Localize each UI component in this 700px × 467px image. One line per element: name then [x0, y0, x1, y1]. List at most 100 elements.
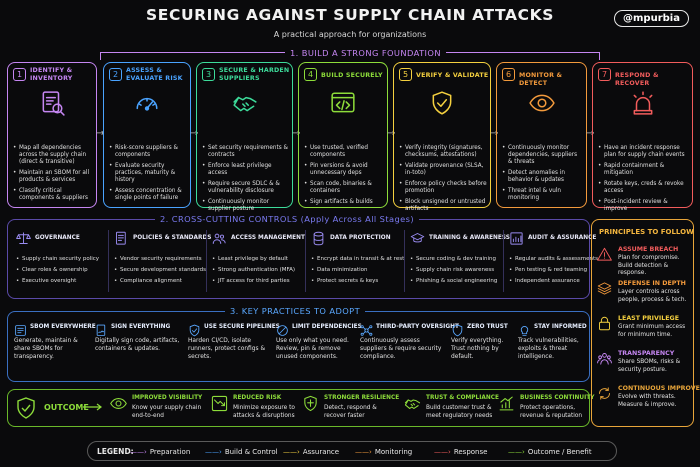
stage-number: 5	[399, 68, 412, 81]
control-title: AUDIT & ASSURANCE	[528, 235, 597, 241]
flow-arrow-icon: →	[490, 128, 499, 139]
control-item: JIT access for third parties	[212, 278, 295, 285]
principle-text: Plan for compromise. Build detection & r…	[618, 255, 680, 277]
audit-chart-icon	[510, 232, 523, 245]
practice-title: ZERO TRUST	[467, 324, 508, 330]
practice-title: LIMIT DEPENDENCIES	[292, 324, 362, 330]
legend-arrow-icon: ——›	[434, 448, 451, 456]
control-icon-wrap	[114, 231, 129, 250]
stage-bullets: Use trusted, verified componentsPin vers…	[304, 145, 384, 210]
stage-title-line: SUPPLIERS	[219, 75, 260, 82]
control-icon-wrap	[16, 231, 31, 250]
outcome-icon-wrap	[211, 395, 228, 416]
page-title: SECURING AGAINST SUPPLY CHAIN ATTACKS	[146, 6, 554, 24]
divider	[404, 230, 405, 292]
legend-item: ——›Monitoring	[355, 448, 412, 456]
principle-1: ASSUME BREACH Plan for compromise. Build …	[618, 246, 692, 278]
document-search-icon	[42, 91, 65, 116]
handshake-icon	[404, 399, 421, 409]
stage-icon-wrap	[330, 90, 356, 120]
principle-icon-wrap	[597, 281, 612, 300]
stage-title: VERIFY & VALIDATE	[416, 72, 488, 80]
stage-title: RESPOND & RECOVER	[615, 72, 692, 88]
stage-bullet: Classify critical components & suppliers	[13, 188, 93, 202]
stage-bullet: Sign artifacts & builds	[304, 199, 384, 206]
legend-item: ——›Outcome / Benefit	[508, 448, 592, 456]
control-title: ACCESS MANAGEMENT	[231, 235, 305, 241]
principle-text: Layer controls across people, process & …	[618, 289, 687, 303]
divider	[503, 230, 504, 292]
stage-bullet: Rapid containment & mitigation	[598, 163, 689, 177]
legend-arrow-icon: ——›	[355, 448, 372, 456]
stage-bullets: Map all dependencies across the supply c…	[13, 145, 93, 206]
outcome-title: TRUST & COMPLIANCE	[426, 395, 499, 401]
stage-title-line: IDENTIFY &	[30, 67, 73, 74]
principle-5: CONTINUOUS IMPROVEMENTEvolve with threat…	[618, 385, 700, 409]
legend-arrow-icon: ——›	[130, 448, 147, 456]
stage-bullets: Have an incident response plan for suppl…	[598, 145, 689, 217]
stage-bullet: Map all dependencies across the supply c…	[13, 145, 93, 166]
outcome-title: BUSINESS CONTINUITY	[520, 395, 595, 401]
principle-text: Share SBOMs, risks & security posture.	[618, 359, 681, 373]
stage-bullet: Threat intel & vuln monitoring	[502, 188, 583, 202]
outcome-text: Protect operations, revenue & reputation	[520, 405, 583, 419]
signature-icon	[96, 324, 106, 336]
outcome-icon-wrap	[404, 395, 421, 416]
eye-icon	[110, 398, 127, 409]
stage-bullet: Require secure SDLC & & vulnerability di…	[202, 181, 289, 195]
control-item: Least privilege by default	[212, 256, 295, 263]
stage-bullet: Have an incident response plan for suppl…	[598, 145, 689, 159]
stage-icon-wrap	[39, 90, 65, 120]
principle-icon-wrap	[597, 247, 612, 266]
legend-panel	[87, 441, 617, 461]
stage-bullets: Risk-score suppliers & componentsEvaluat…	[109, 145, 187, 206]
stage-title-line: RESPOND & RECOVER	[615, 72, 659, 87]
legend-item: ——›Build & Control	[205, 448, 278, 456]
stage-title-line: MONITOR & DETECT	[519, 72, 563, 87]
stage-number: 6	[502, 68, 515, 81]
control-item: Vendor security requirements	[114, 256, 206, 263]
control-item: Executive oversight	[16, 278, 99, 285]
users-icon	[212, 233, 226, 244]
practice-icon-wrap	[360, 322, 373, 341]
stage-icon-wrap	[528, 90, 555, 120]
principle-title: ASSUME BREACH	[618, 246, 679, 253]
page-subtitle: A practical approach for organizations	[273, 30, 427, 39]
stage-bullet: Continuously monitor dependencies, suppl…	[502, 145, 583, 166]
principle-title: TRANSPARENCY	[618, 350, 675, 357]
control-item: Protect secrets & keys	[311, 278, 404, 285]
legend-label: LEGEND:	[97, 447, 134, 456]
scales-icon	[16, 232, 31, 244]
control-item: Supply chain risk awareness	[410, 267, 497, 274]
practice-title: SIGN EVERYTHING	[111, 324, 171, 330]
handshake-icon	[232, 96, 257, 112]
control-item: Secure development standards	[114, 267, 206, 274]
divider	[206, 230, 207, 292]
principle-title: LEAST PRIVILEGE	[618, 315, 680, 322]
stage-bullet: Detect anomalies in behavior & updates	[502, 170, 583, 184]
stage-bullet: Enforce policy checks before promotion	[399, 181, 487, 195]
control-icon-wrap	[410, 231, 425, 250]
flow-arrow-icon: →	[190, 128, 199, 139]
section2-title: 2. CROSS-CUTTING CONTROLS (Apply Across …	[155, 214, 420, 224]
legend-arrow-icon: ——›	[205, 448, 222, 456]
outcome-icon-wrap	[302, 395, 319, 416]
pipeline-check-icon	[189, 324, 200, 337]
practice-text: Continuously assess suppliers & require …	[360, 338, 442, 360]
principle-text: Grant minimum access for minimum time.	[618, 324, 686, 338]
practice-icon-wrap	[518, 322, 531, 341]
author-handle: @mpurbia	[614, 10, 689, 27]
outcome-title: REDUCED RISK	[233, 395, 282, 401]
control-items: Encrypt data in transit & at restData mi…	[311, 256, 404, 290]
stage-icon-wrap	[630, 90, 656, 120]
control-icon-wrap	[212, 231, 227, 250]
layers-icon	[597, 282, 612, 295]
stage-bullets: Verify integrity (signatures, checksums,…	[399, 145, 487, 217]
stage-title: BUILD SECURELY	[321, 72, 383, 80]
practice-icon-wrap	[95, 322, 108, 341]
outcome-title: STRONGER RESILIENCE	[324, 395, 400, 401]
practice-text: Digitally sign code, artifacts, containe…	[95, 338, 180, 352]
